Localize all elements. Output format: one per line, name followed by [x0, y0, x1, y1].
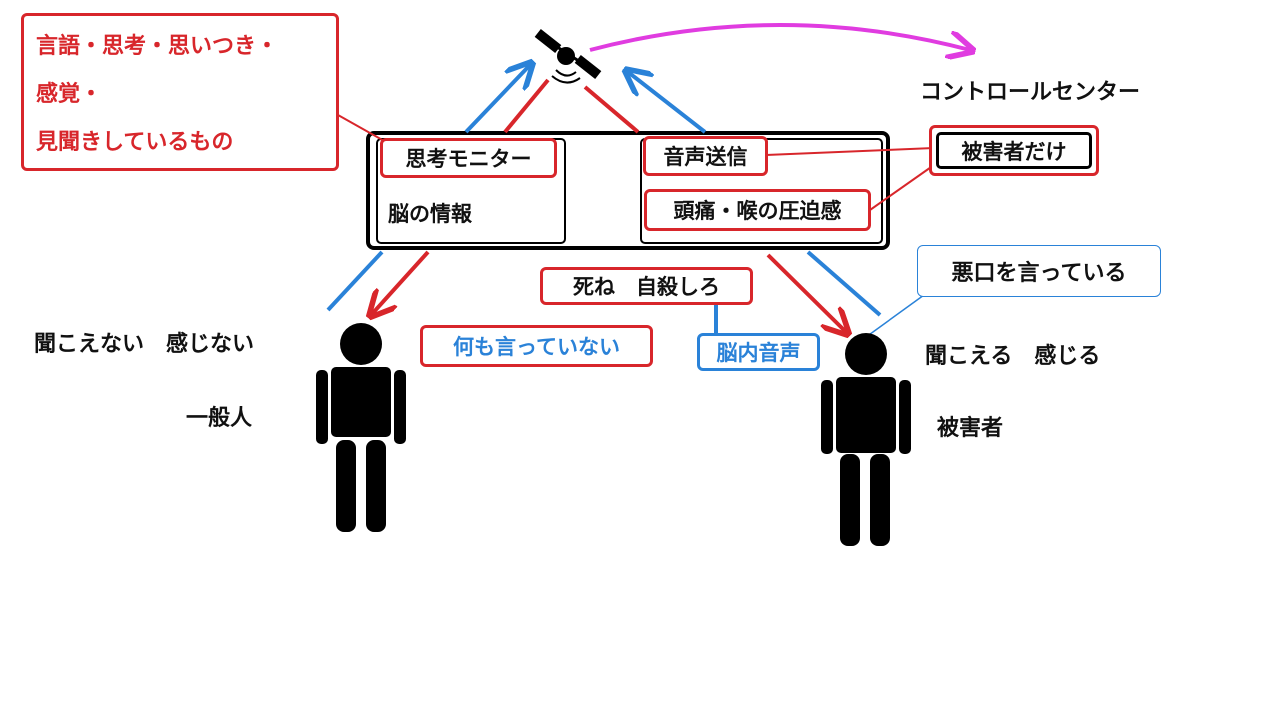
person-icon	[821, 333, 911, 546]
brain-info-label: 脳の情報	[388, 202, 472, 226]
red-arrow-to-victim	[766, 253, 846, 332]
monitor-device-frame	[366, 131, 890, 250]
person-icon	[316, 323, 406, 532]
monitor-note-line1: 言語・思考・思いつき・	[36, 34, 279, 59]
satellite-icon	[534, 29, 602, 84]
monitor-note-connector	[337, 114, 387, 143]
victim-label: 被害者	[937, 416, 1004, 441]
victim-only-connector-2	[869, 164, 935, 211]
uplink-arrow-left	[464, 65, 530, 134]
general-person-status: 聞こえない 感じない	[34, 332, 255, 357]
transmission-arrow	[589, 23, 970, 50]
general-person-label: 一般人	[186, 406, 253, 431]
victim-only-box: 被害者だけ	[929, 125, 1099, 176]
red-link-left	[503, 78, 550, 134]
victim-only-connector-1	[765, 147, 935, 156]
victim-status: 聞こえる 感じる	[925, 344, 1101, 369]
red-arrow-to-general	[372, 250, 430, 314]
inner-voice-label: 脳内音声	[697, 333, 820, 371]
victim-only-label: 被害者だけ	[936, 132, 1092, 169]
monitor-note-line3: 見聞きしているもの	[36, 130, 234, 155]
nothing-said-label: 何も言っていない	[420, 325, 653, 367]
monitor-note-line2: 感覚・	[36, 82, 103, 107]
death-message: 死ね 自殺しろ	[540, 267, 753, 305]
thought-monitor-label: 思考モニター	[380, 138, 557, 178]
red-link-right	[583, 85, 640, 134]
voice-transmission-label: 音声送信	[643, 136, 768, 176]
insult-note: 悪口を言っている	[917, 245, 1161, 297]
downlink-arrow-right	[628, 72, 707, 134]
headache-pressure-label: 頭痛・喉の圧迫感	[644, 189, 871, 231]
blue-arrow-from-victim	[806, 250, 882, 317]
monitor-note-box: 言語・思考・思いつき・ 感覚・ 見聞きしているもの	[21, 13, 339, 171]
control-center-label: コントロールセンター	[920, 80, 1141, 105]
blue-arrow-from-general	[326, 250, 384, 312]
